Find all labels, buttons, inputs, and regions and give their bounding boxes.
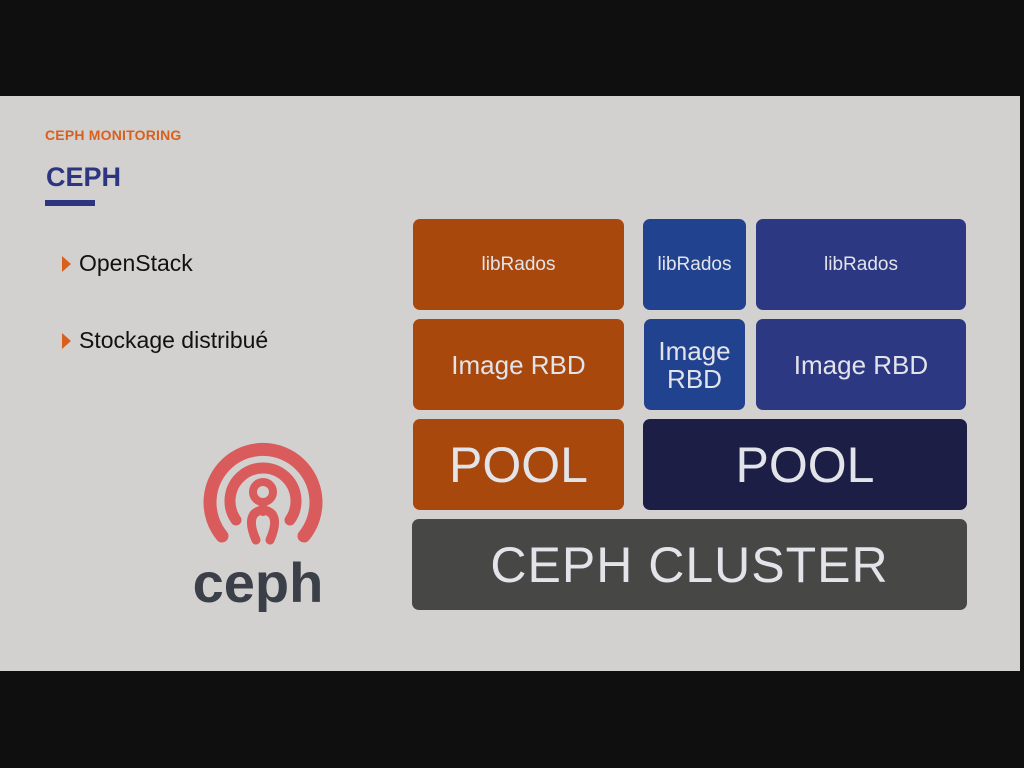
librados-box-blue: libRados [643,219,746,310]
bullet-label: OpenStack [79,250,193,276]
slide-kicker: CEPH MONITORING [45,127,182,143]
ceph-cluster-box: CEPH CLUSTER [412,519,967,610]
bullet-arrow-icon [62,332,71,349]
ceph-logo: ceph [193,442,324,612]
bullet-openstack: OpenStack [62,250,193,277]
bullet-distributed-storage: Stockage distribué [62,327,268,354]
slide: CEPH MONITORING CEPH OpenStack Stockage … [0,96,1020,671]
librados-box-orange: libRados [413,219,624,310]
bullet-arrow-icon [62,255,71,272]
title-underline [45,200,95,206]
rbd-box-indigo: Image RBD [756,319,966,410]
ceph-logo-icon [203,442,323,545]
pool-box-navy: POOL [643,419,967,510]
rbd-box-orange: Image RBD [413,319,624,410]
ceph-wordmark: ceph [193,551,324,612]
librados-box-indigo: libRados [756,219,966,310]
bullet-label: Stockage distribué [79,327,269,353]
rbd-box-blue: Image RBD [644,319,745,410]
pool-box-orange: POOL [413,419,624,510]
slide-title: CEPH [46,162,122,192]
